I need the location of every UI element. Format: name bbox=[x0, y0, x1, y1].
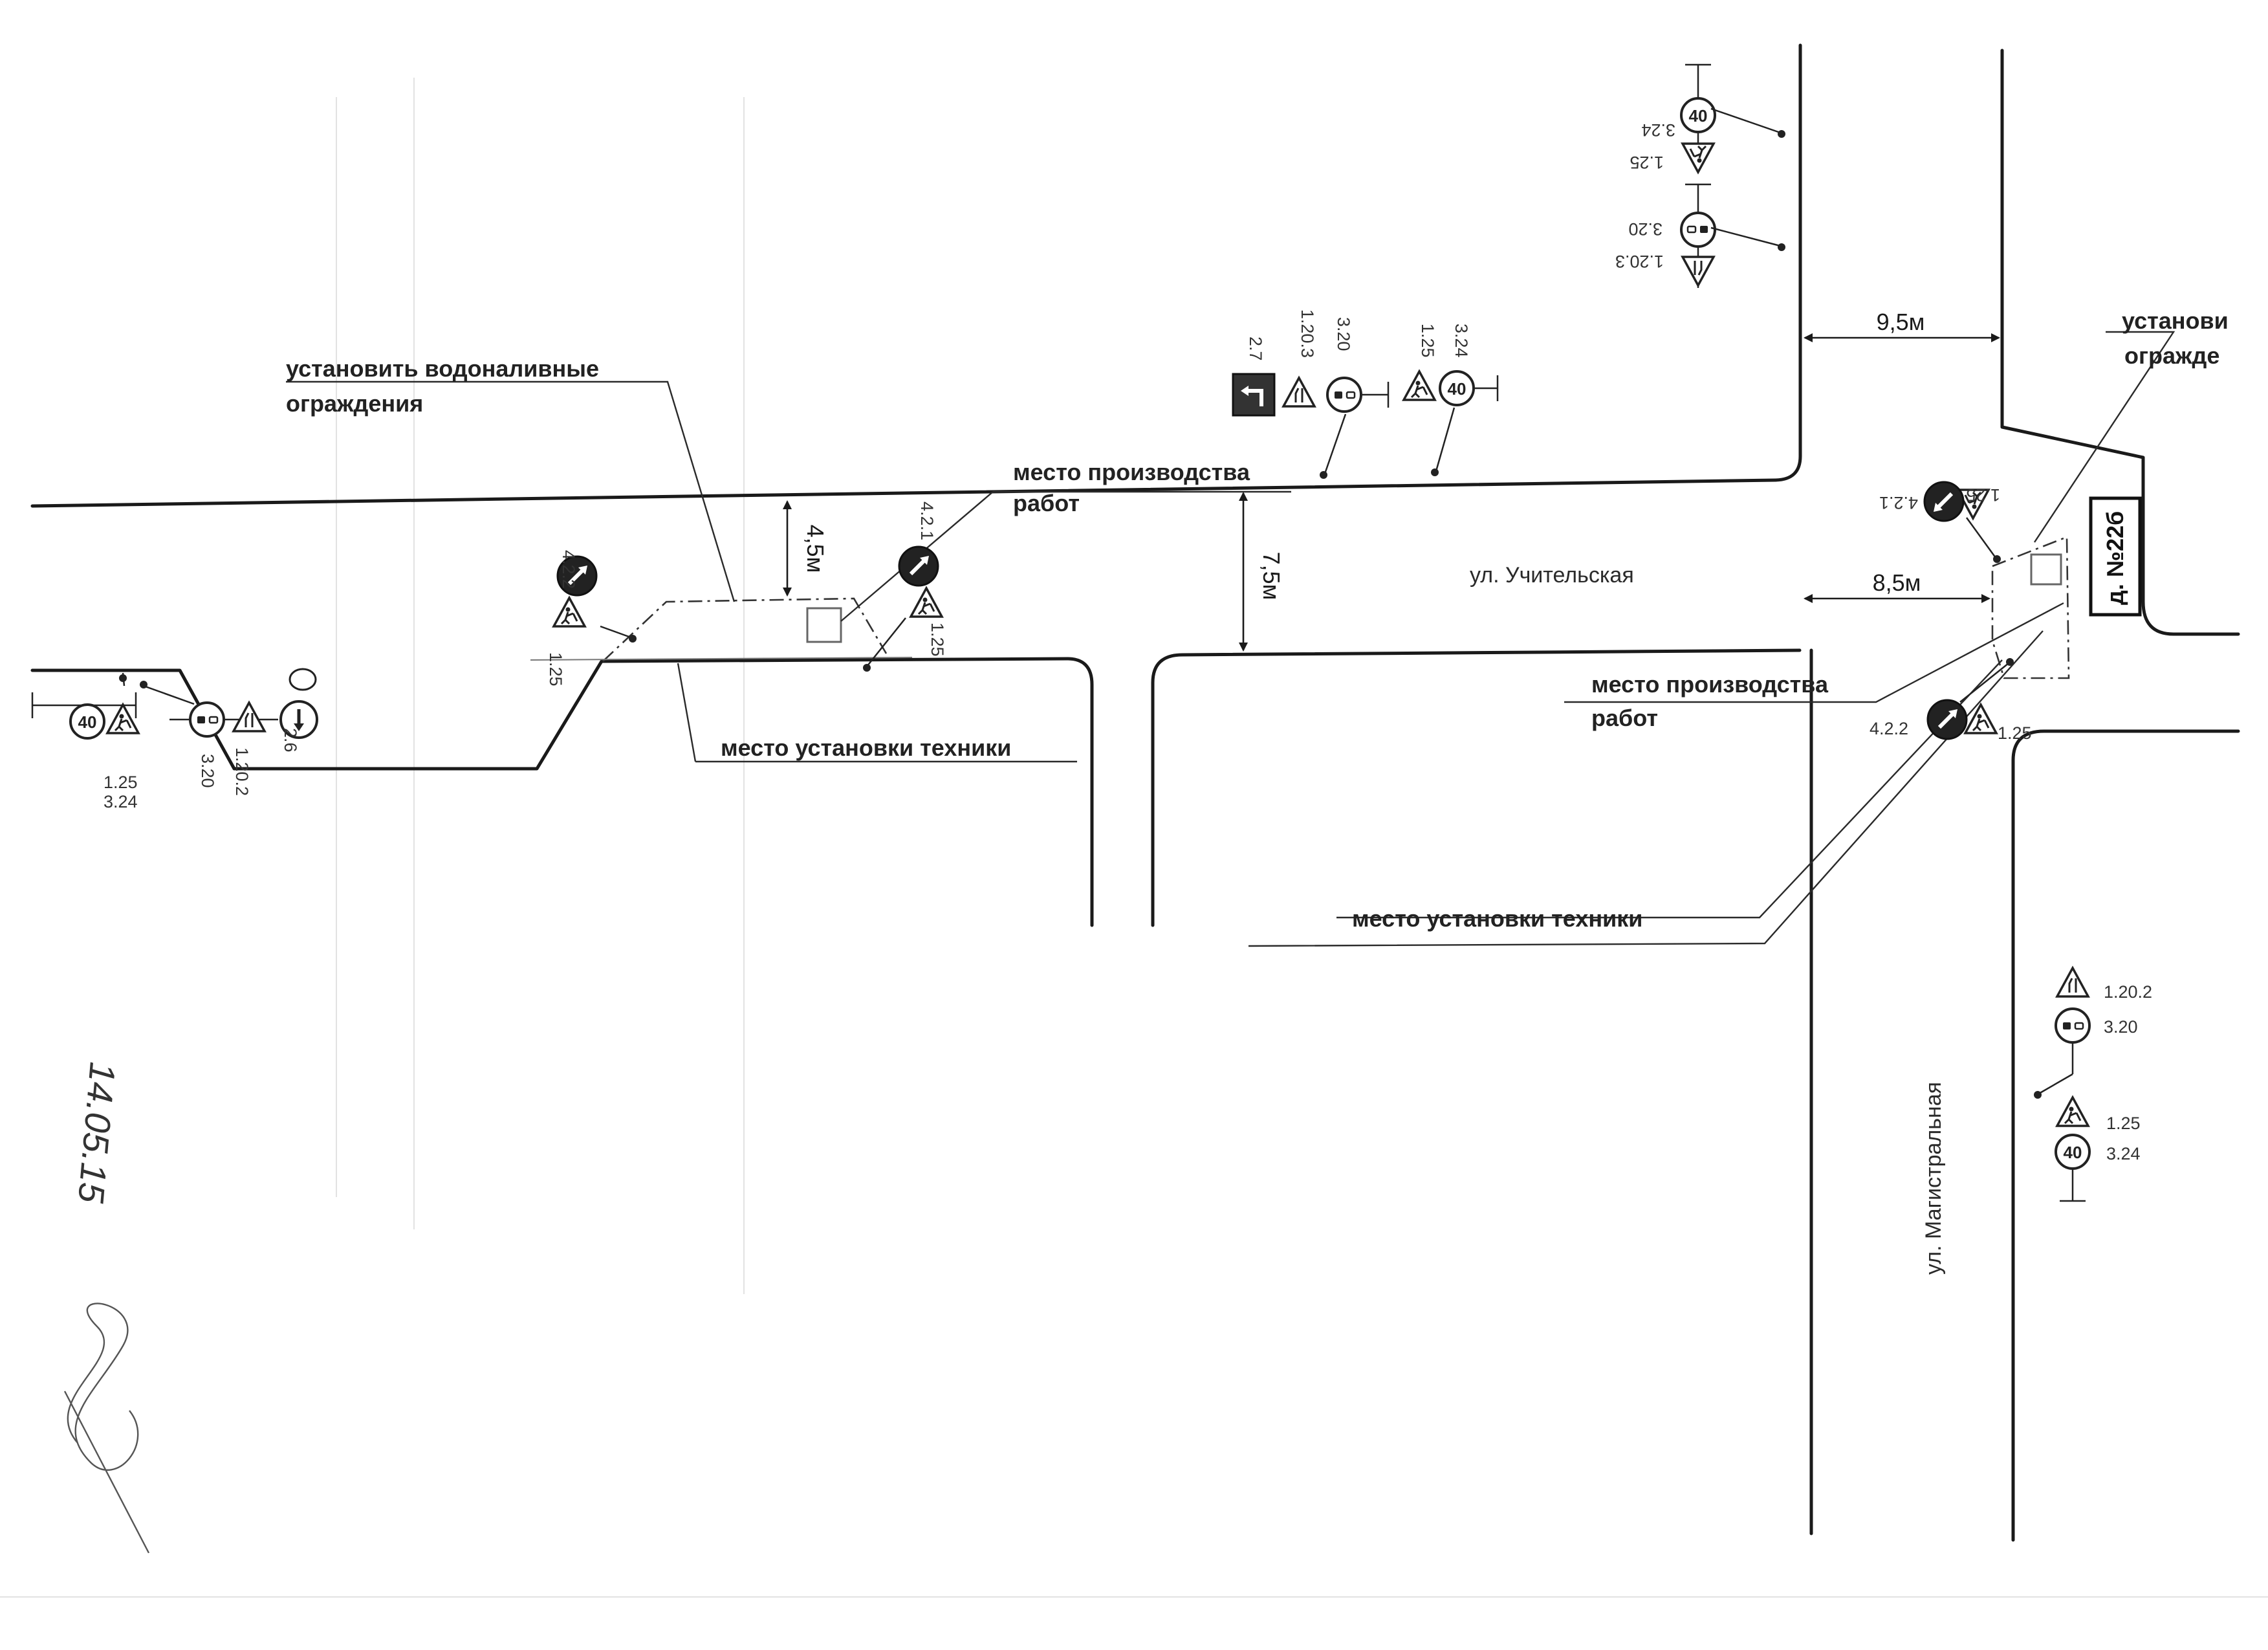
no-overtaking-icon bbox=[189, 701, 225, 738]
code-1-20-2-bottom: 1.20.2 bbox=[2104, 982, 2152, 1002]
road-works-icon bbox=[1402, 370, 1436, 401]
label-barriers-right-2: огражде bbox=[2124, 342, 2219, 369]
code-3-24-top: 3.24 bbox=[1452, 324, 1471, 358]
handwritten-stamp: 14.05.15 bbox=[63, 1061, 150, 1554]
code-4-2-1-work-left: 4.2.1 bbox=[917, 501, 937, 540]
road-works-icon bbox=[106, 703, 140, 734]
dimensions: 4,5м 7,5м 9,5м 8,5м bbox=[783, 309, 2000, 652]
dedicated-lane-icon bbox=[1233, 374, 1274, 415]
sign-group-bottom-right: 1.20.2 3.20 1.25 3.24 bbox=[2034, 967, 2152, 1202]
code-3-24-left: 3.24 bbox=[104, 792, 138, 811]
street-uchitelskaya: ул. Учительская bbox=[1470, 563, 1634, 588]
code-1-25-work-right: 1.25 bbox=[1966, 485, 2000, 505]
road-edges bbox=[30, 43, 2240, 1542]
code-1-25-bottom: 1.25 bbox=[2106, 1114, 2141, 1133]
code-1-20-3-top-right: 1.20.3 bbox=[1615, 252, 1664, 271]
sign-group-work-left: 4.2.2 1.25 4.2.1 1.25 bbox=[546, 501, 947, 687]
street-names: ул. Учительская ул. Магистральная bbox=[1470, 563, 1946, 1275]
code-3-24-top-right: 3.24 bbox=[1641, 120, 1675, 140]
code-1-25-top-right: 1.25 bbox=[1630, 153, 1664, 172]
code-1-25-work-right-2: 1.25 bbox=[1998, 723, 2032, 743]
keep-right-icon bbox=[1928, 700, 1967, 739]
speed-limit-40-icon bbox=[1439, 370, 1475, 406]
speed-limit-40-icon bbox=[69, 703, 105, 740]
sign-group-top-right: 3.24 1.25 3.20 1.20.3 bbox=[1615, 63, 1785, 288]
signature-icon bbox=[63, 1303, 150, 1554]
road-works-icon bbox=[1964, 703, 1998, 734]
sign-group-work-right: 1.25 4.2.1 4.2.2 1.25 bbox=[1870, 482, 2032, 743]
code-3-24-bottom: 3.24 bbox=[2106, 1144, 2141, 1163]
code-4-2-2-work-left: 4.2.2 bbox=[559, 550, 578, 589]
house-plate: д. №22б bbox=[2089, 496, 2142, 617]
keep-left-icon bbox=[899, 547, 938, 586]
code-2-7-top: 2.7 bbox=[1246, 336, 1265, 361]
leader-lines bbox=[286, 331, 2175, 947]
code-1-20-2-left: 1.20.2 bbox=[232, 747, 252, 796]
code-1-20-3-top: 1.20.3 bbox=[1298, 309, 1317, 358]
road-narrows-icon bbox=[1681, 256, 1715, 287]
code-4-2-1-work-right: 4.2.1 bbox=[1879, 493, 1918, 512]
speed-limit-40-icon bbox=[1680, 97, 1716, 133]
code-3-20-top-right: 3.20 bbox=[1628, 219, 1663, 239]
label-work-site-right-1: место производства bbox=[1591, 671, 1829, 698]
road-works-icon bbox=[910, 587, 943, 618]
sign-group-top-mid: 2.7 1.20.3 3.20 1.25 3.24 bbox=[1233, 309, 1499, 479]
code-1-25-top: 1.25 bbox=[1418, 324, 1437, 358]
label-work-site-left-1: место производства bbox=[1013, 459, 1250, 485]
dim-9-5: 9,5м bbox=[1877, 309, 1925, 335]
label-barriers-right-1: установи bbox=[2122, 307, 2229, 334]
label-water-barriers-2: ограждения bbox=[286, 390, 423, 417]
code-1-25-work-left: 1.25 bbox=[546, 652, 565, 687]
label-equipment-left: место установки техники bbox=[721, 734, 1011, 761]
work-zone-right bbox=[1991, 536, 2070, 679]
road-narrows-icon bbox=[1282, 377, 1316, 408]
dim-4-5: 4,5м bbox=[802, 525, 829, 573]
code-1-25-left: 1.25 bbox=[104, 773, 138, 792]
code-2-6-left: 2.6 bbox=[281, 728, 300, 753]
dim-8-5: 8,5м bbox=[1873, 569, 1921, 596]
house-number: д. №22б bbox=[2102, 511, 2128, 605]
street-magistralnaya: ул. Магистральная bbox=[1921, 1082, 1946, 1275]
road-narrows-icon bbox=[232, 701, 266, 732]
keep-right-icon bbox=[1925, 482, 1963, 521]
scan-noise bbox=[0, 78, 2268, 1598]
no-overtaking-icon bbox=[1326, 377, 1362, 413]
no-overtaking-icon bbox=[2055, 1007, 2091, 1044]
road-works-icon bbox=[2056, 1096, 2089, 1127]
code-3-20-bottom: 3.20 bbox=[2104, 1017, 2138, 1037]
speed-limit-40-icon bbox=[2055, 1134, 2091, 1170]
code-3-20-left: 3.20 bbox=[198, 754, 217, 788]
code-3-20-top: 3.20 bbox=[1334, 317, 1353, 351]
dim-7-5: 7,5м bbox=[1258, 552, 1285, 600]
no-overtaking-icon bbox=[1680, 212, 1716, 248]
road-works-icon bbox=[1681, 142, 1715, 173]
work-zone-left bbox=[530, 597, 913, 662]
label-work-site-right-2: работ bbox=[1591, 705, 1658, 731]
road-works-icon bbox=[552, 597, 586, 628]
label-water-barriers-1: установить водоналивные bbox=[286, 355, 599, 382]
stamp-date: 14.05.15 bbox=[71, 1061, 124, 1205]
code-1-25-work-left-2: 1.25 bbox=[928, 622, 947, 657]
label-work-site-left-2: работ bbox=[1013, 490, 1080, 516]
sign-group-left: 1.25 3.24 3.20 1.20.2 2.6 bbox=[31, 668, 317, 811]
road-narrows-icon bbox=[2056, 967, 2089, 998]
callouts: установить водоналивные ограждения место… bbox=[286, 307, 2229, 932]
label-equipment-right: место установки техники bbox=[1352, 905, 1642, 932]
code-4-2-2-work-right: 4.2.2 bbox=[1870, 719, 1908, 738]
